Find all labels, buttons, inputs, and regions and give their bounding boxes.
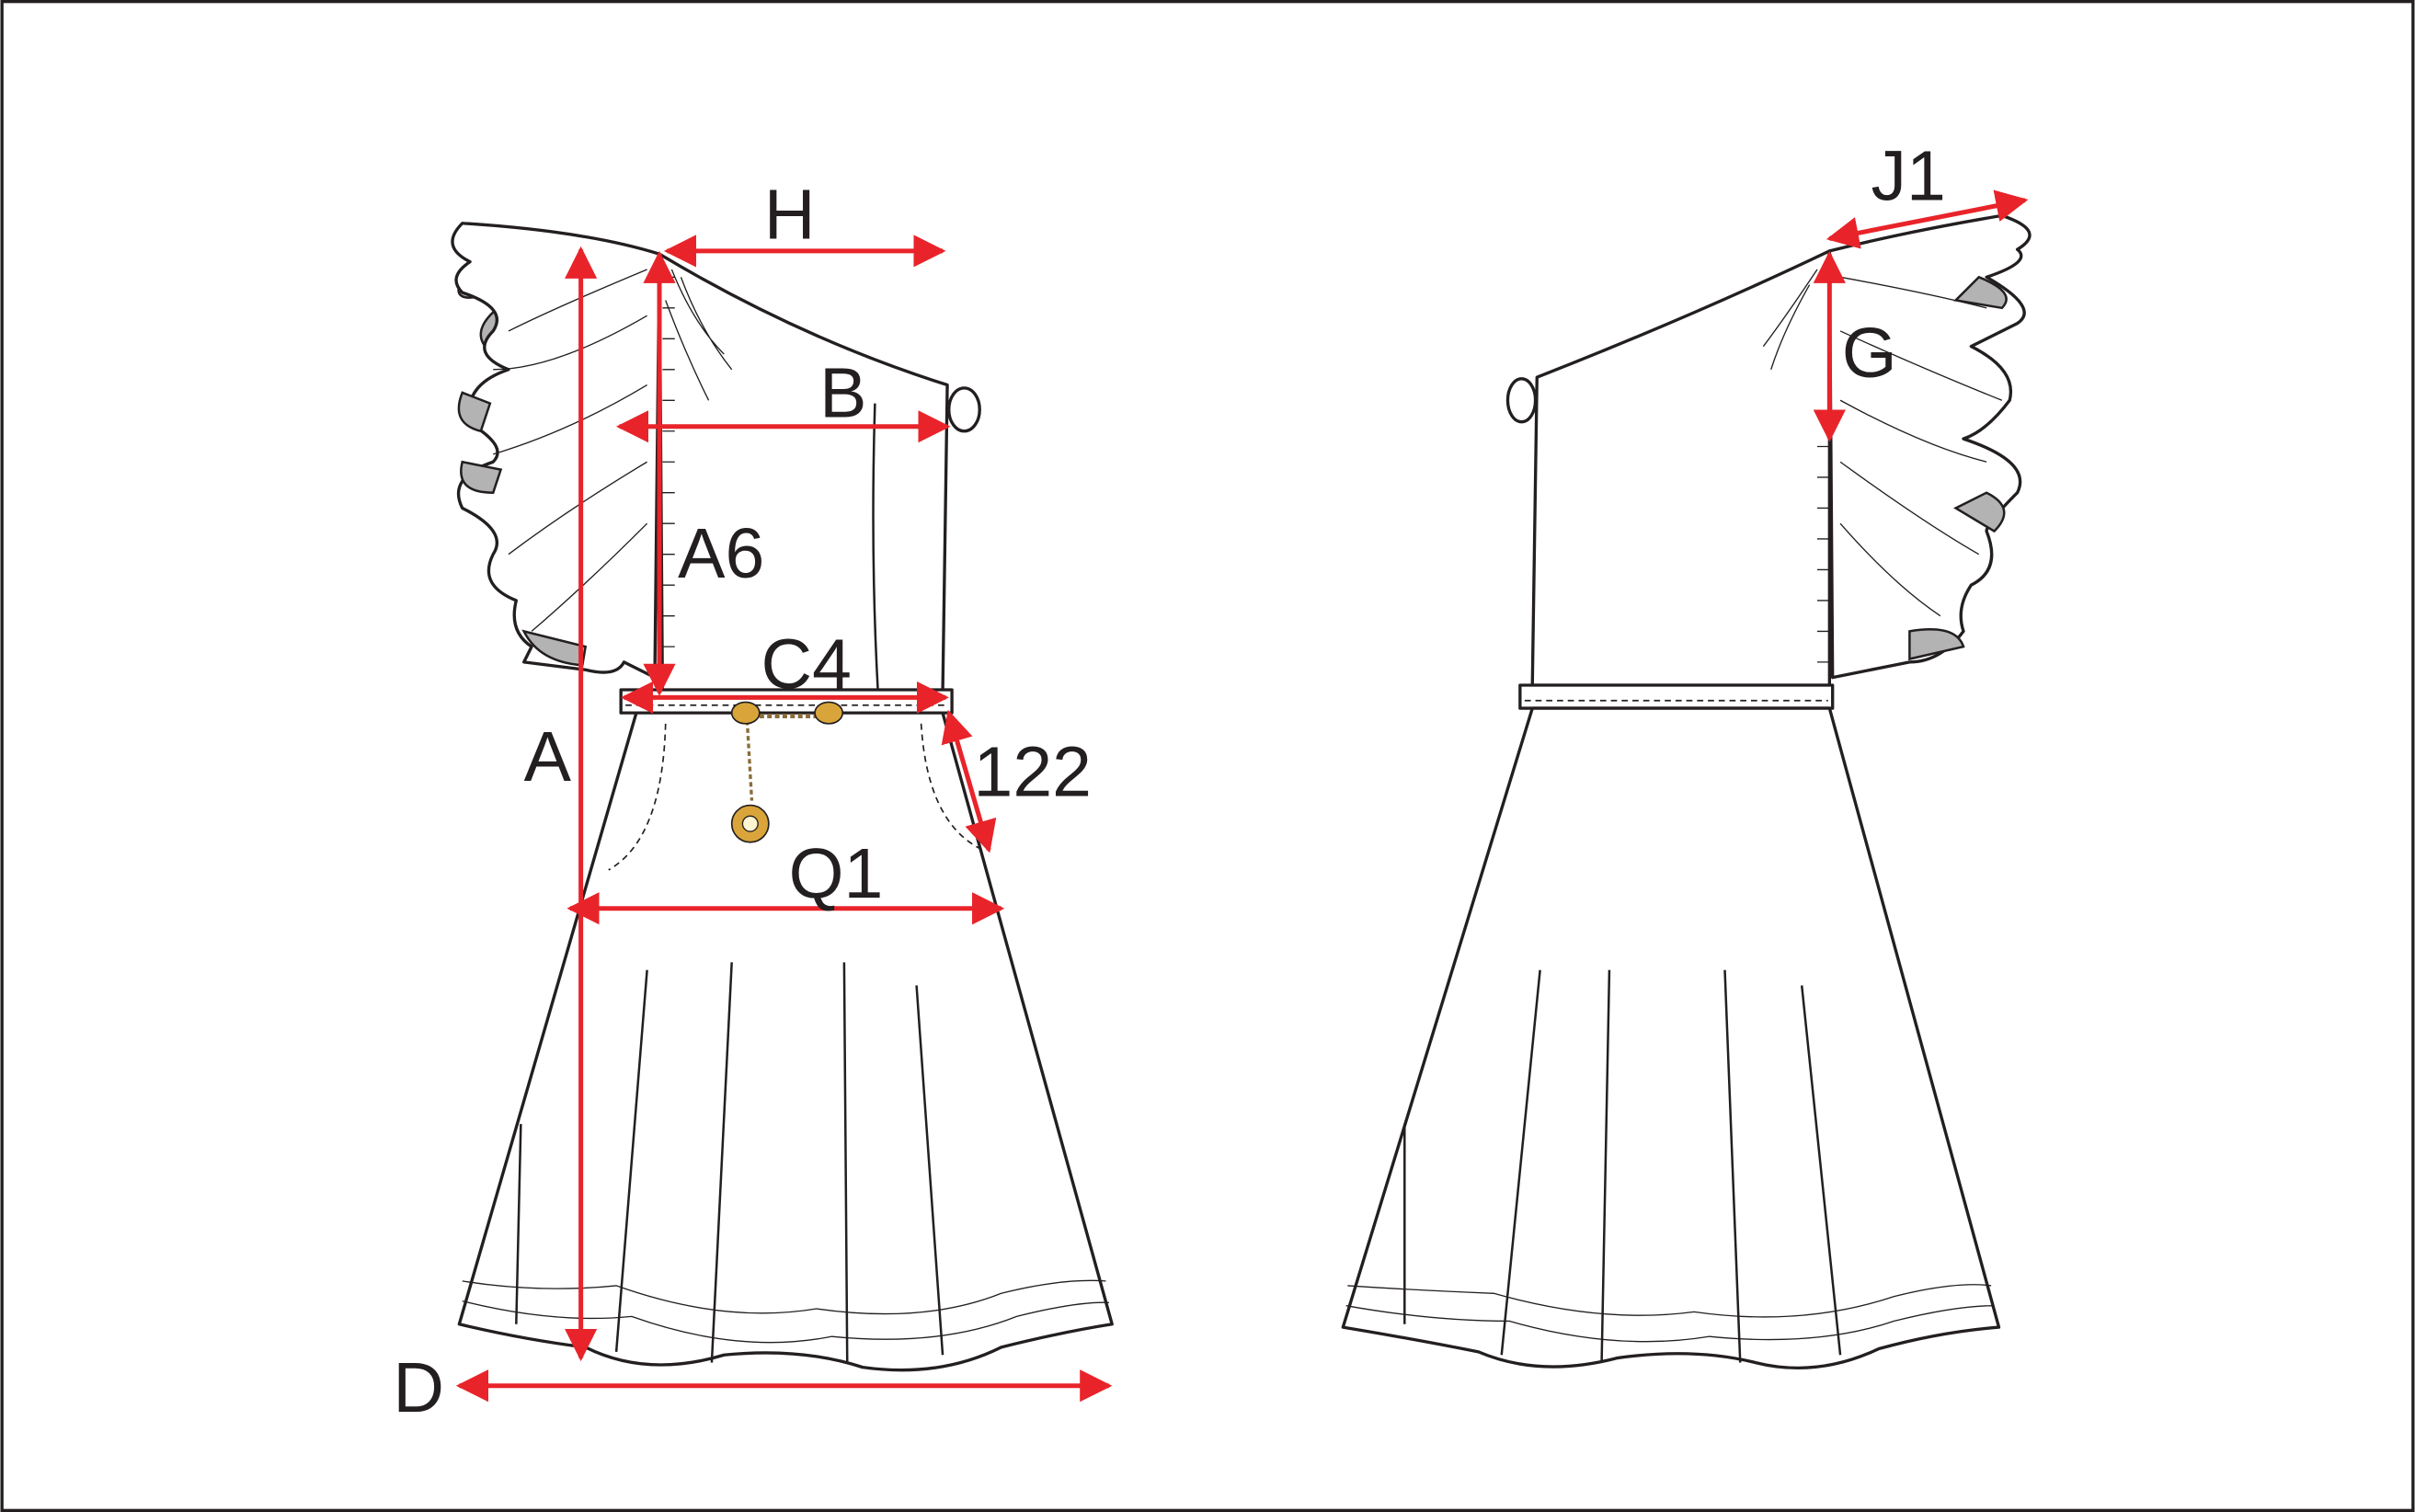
label-J1: J1 <box>1871 137 1946 216</box>
label-A: A <box>524 717 572 796</box>
back-shoulder-strap-tab <box>1505 377 1538 424</box>
back-view <box>1341 213 2032 1370</box>
label-Q1: Q1 <box>789 834 884 913</box>
arrow-122 <box>941 709 997 853</box>
back-bodice <box>1530 249 1832 687</box>
arrow-J1 <box>1826 189 2029 249</box>
shoulder-strap-tab <box>947 386 981 433</box>
label-D: D <box>393 1348 444 1427</box>
label-H: H <box>764 175 816 254</box>
back-ruffle-sleeve <box>1827 213 2032 680</box>
front-bodice <box>658 252 949 695</box>
label-B: B <box>819 354 866 433</box>
measurement-arrows <box>455 189 2029 1403</box>
label-C4: C4 <box>761 624 852 704</box>
back-waistband <box>1518 683 1835 710</box>
label-A6: A6 <box>678 514 764 593</box>
label-G: G <box>1842 314 1897 393</box>
measurement-labels: H B A6 C4 122 A Q1 D J1 G <box>393 137 1945 1428</box>
front-view <box>451 222 1114 1372</box>
label-122: 122 <box>974 733 1092 812</box>
back-skirt <box>1341 706 2001 1370</box>
